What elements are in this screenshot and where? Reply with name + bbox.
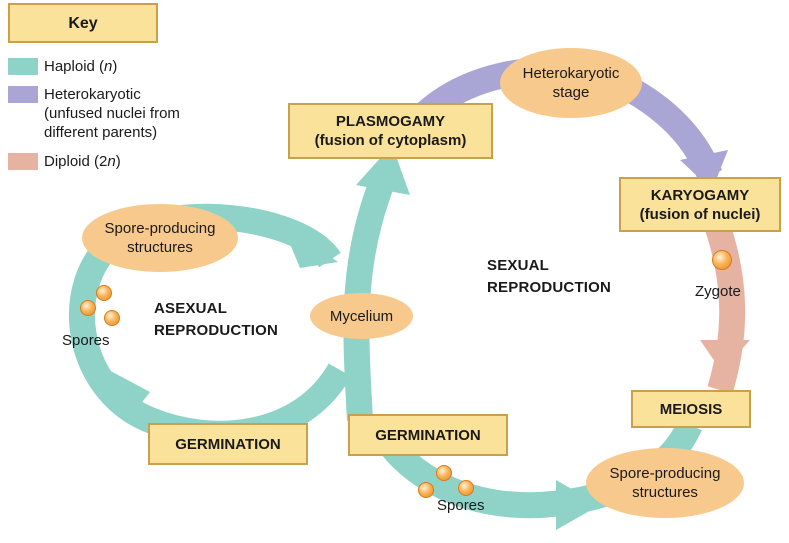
heterokaryotic-stage-oval: Heterokaryotic stage bbox=[500, 48, 642, 118]
meiosis-arrowhead bbox=[700, 340, 750, 372]
legend-key-title: Key bbox=[8, 3, 158, 43]
sexual-reproduction-label: SEXUAL REPRODUCTION bbox=[487, 257, 612, 296]
spore-icon bbox=[80, 300, 96, 316]
spore-icon bbox=[458, 480, 474, 496]
asexual-reproduction-label: ASEXUAL REPRODUCTION bbox=[154, 300, 279, 339]
spore-icon bbox=[418, 482, 434, 498]
mycelium-oval: Mycelium bbox=[310, 293, 413, 339]
spore-icon bbox=[104, 310, 120, 326]
spore-icon bbox=[96, 285, 112, 301]
diploid-path bbox=[705, 223, 746, 394]
germination-left-box: GERMINATION bbox=[148, 423, 308, 465]
haploid-legend-label: Haploid (n) bbox=[44, 58, 118, 75]
spore-icon bbox=[436, 465, 452, 481]
plasmogamy-box: PLASMOGAMY (fusion of cytoplasm) bbox=[288, 103, 493, 159]
spores-left-label: Spores bbox=[62, 332, 110, 349]
karyogamy-box: KARYOGAMY (fusion of nuclei) bbox=[619, 177, 781, 232]
legend-title-text: Key bbox=[68, 14, 98, 32]
zygote-icon bbox=[712, 250, 732, 270]
spore-producing-right-oval: Spore-producing structures bbox=[586, 448, 744, 518]
diploid-swatch bbox=[8, 153, 38, 170]
zygote-label: Zygote bbox=[695, 283, 741, 300]
germination-center-box: GERMINATION bbox=[348, 414, 508, 456]
spore-producing-left-oval: Spore-producing structures bbox=[82, 204, 238, 272]
asexual-arrowhead-right bbox=[280, 220, 338, 268]
diploid-legend-label: Diploid (2n) bbox=[44, 153, 121, 170]
asexual-arrowhead-down bbox=[105, 368, 150, 420]
heterokaryotic-swatch bbox=[8, 86, 38, 103]
meiosis-box: MEIOSIS bbox=[631, 390, 751, 428]
haploid-swatch bbox=[8, 58, 38, 75]
spores-bottom-label: Spores bbox=[437, 497, 485, 514]
heterokaryotic-legend-label: Heterokaryotic (unfused nuclei from diff… bbox=[44, 86, 180, 141]
spores-arrowhead bbox=[556, 480, 600, 530]
